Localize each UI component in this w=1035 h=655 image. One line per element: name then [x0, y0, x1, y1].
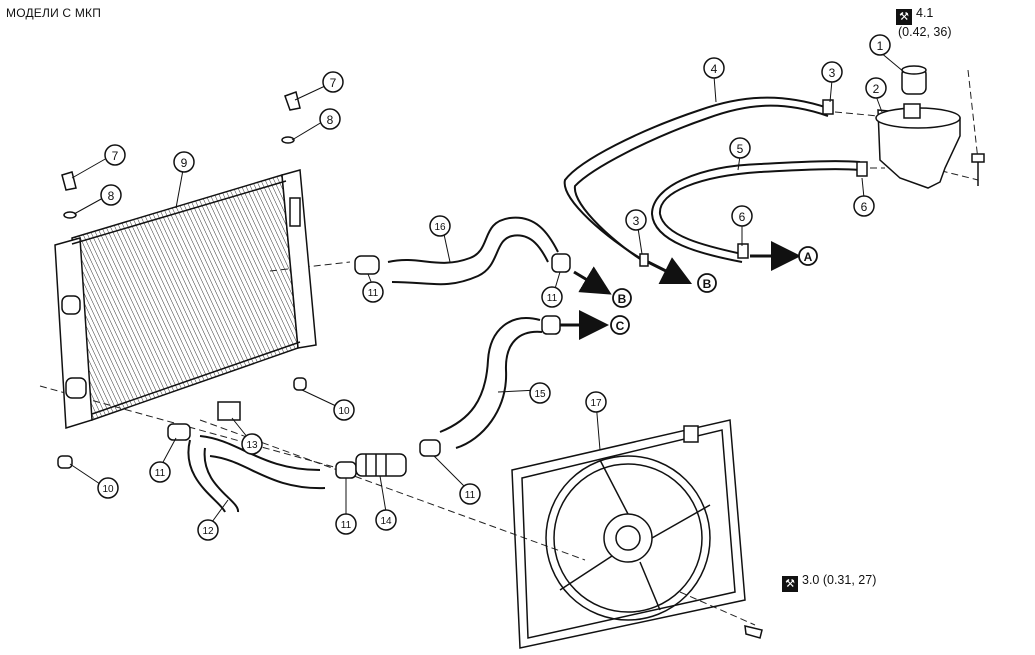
- hose-joint: [355, 453, 407, 477]
- callout-number: 16: [434, 222, 446, 233]
- callout-number: 7: [330, 76, 337, 90]
- callout-number: 1: [877, 39, 884, 53]
- callout-number: 11: [368, 288, 379, 299]
- callout-2: 2: [865, 77, 887, 99]
- connector-b: B: [697, 273, 717, 293]
- callout-13: 13: [241, 433, 263, 455]
- connector-markers: A B B C: [610, 246, 818, 335]
- callout-8: 8: [319, 108, 341, 130]
- callout-number: 10: [338, 406, 350, 417]
- diagram-title: МОДЕЛИ С МКП: [6, 6, 102, 20]
- callout-1: 1: [869, 34, 891, 56]
- connector-label: A: [804, 250, 813, 264]
- connector-label: B: [703, 277, 712, 291]
- callout-number: 17: [590, 398, 602, 409]
- callout-number: 14: [380, 516, 392, 527]
- flow-arrows: [560, 241, 801, 340]
- callout-number: 6: [861, 200, 868, 214]
- callout-8: 8: [100, 184, 122, 206]
- callout-15: 15: [529, 382, 551, 404]
- callout-3: 3: [625, 209, 647, 231]
- callout-10: 10: [97, 477, 119, 499]
- callout-number: 11: [341, 520, 352, 531]
- callout-number: 3: [829, 66, 836, 80]
- torque-spec-bottom: ⚒ 3.0 (0.31, 27): [782, 573, 876, 592]
- callout-number: 13: [246, 440, 258, 451]
- dashed-leaders: [39, 69, 979, 626]
- reservoir-tank: [875, 65, 961, 189]
- torque-detail: (0.42, 36): [898, 25, 952, 39]
- callout-9: 9: [173, 151, 195, 173]
- callout-11: 11: [541, 286, 563, 308]
- callout-number: 3: [633, 214, 640, 228]
- callout-7: 7: [322, 71, 344, 93]
- callout-number: 2: [873, 82, 880, 96]
- torque-value: 3.0 (0.31, 27): [802, 573, 877, 587]
- callout-number: 10: [102, 484, 114, 495]
- callout-number: 5: [737, 142, 744, 156]
- callout-7: 7: [104, 144, 126, 166]
- callout-16: 16: [429, 215, 451, 237]
- torque-wrench-icon: ⚒: [896, 9, 912, 25]
- callout-number: 11: [465, 490, 476, 501]
- callout-number: 11: [155, 468, 166, 479]
- callout-number: 12: [202, 526, 214, 537]
- callout-11: 11: [335, 513, 357, 535]
- callout-12: 12: [197, 519, 219, 541]
- connector-label: C: [616, 319, 625, 333]
- callout-11: 11: [149, 461, 171, 483]
- radiator: [54, 169, 317, 429]
- connector-a: A: [798, 246, 818, 266]
- torque-spec-top: ⚒ 4.1 (0.42, 36): [896, 6, 952, 40]
- callout-number: 15: [534, 389, 546, 400]
- connector-c: C: [610, 315, 630, 335]
- callout-number: 8: [108, 189, 115, 203]
- callout-6: 6: [731, 205, 753, 227]
- callouts: 1 2 3 3 4 5 6 6 7 7 8 8 9 10 10 11 11 11…: [97, 34, 891, 541]
- callout-14: 14: [375, 509, 397, 531]
- callout-number: 6: [739, 210, 746, 224]
- callout-number: 4: [711, 62, 718, 76]
- connector-b: B: [612, 288, 632, 308]
- connector-label: B: [618, 292, 627, 306]
- callout-5: 5: [729, 137, 751, 159]
- callout-number: 8: [327, 113, 334, 127]
- callout-10: 10: [333, 399, 355, 421]
- callout-number: 9: [181, 156, 188, 170]
- callout-number: 7: [112, 149, 119, 163]
- clamps: [167, 99, 868, 479]
- bolts: [57, 91, 985, 639]
- callout-4: 4: [703, 57, 725, 79]
- torque-wrench-icon: ⚒: [782, 576, 798, 592]
- callout-11: 11: [362, 281, 384, 303]
- callout-6: 6: [853, 195, 875, 217]
- callout-11: 11: [459, 483, 481, 505]
- callout-3: 3: [821, 61, 843, 83]
- callout-number: 11: [547, 293, 558, 304]
- cooling-fan-assembly: [511, 419, 746, 649]
- torque-value: 4.1: [916, 6, 934, 20]
- callout-17: 17: [585, 391, 607, 413]
